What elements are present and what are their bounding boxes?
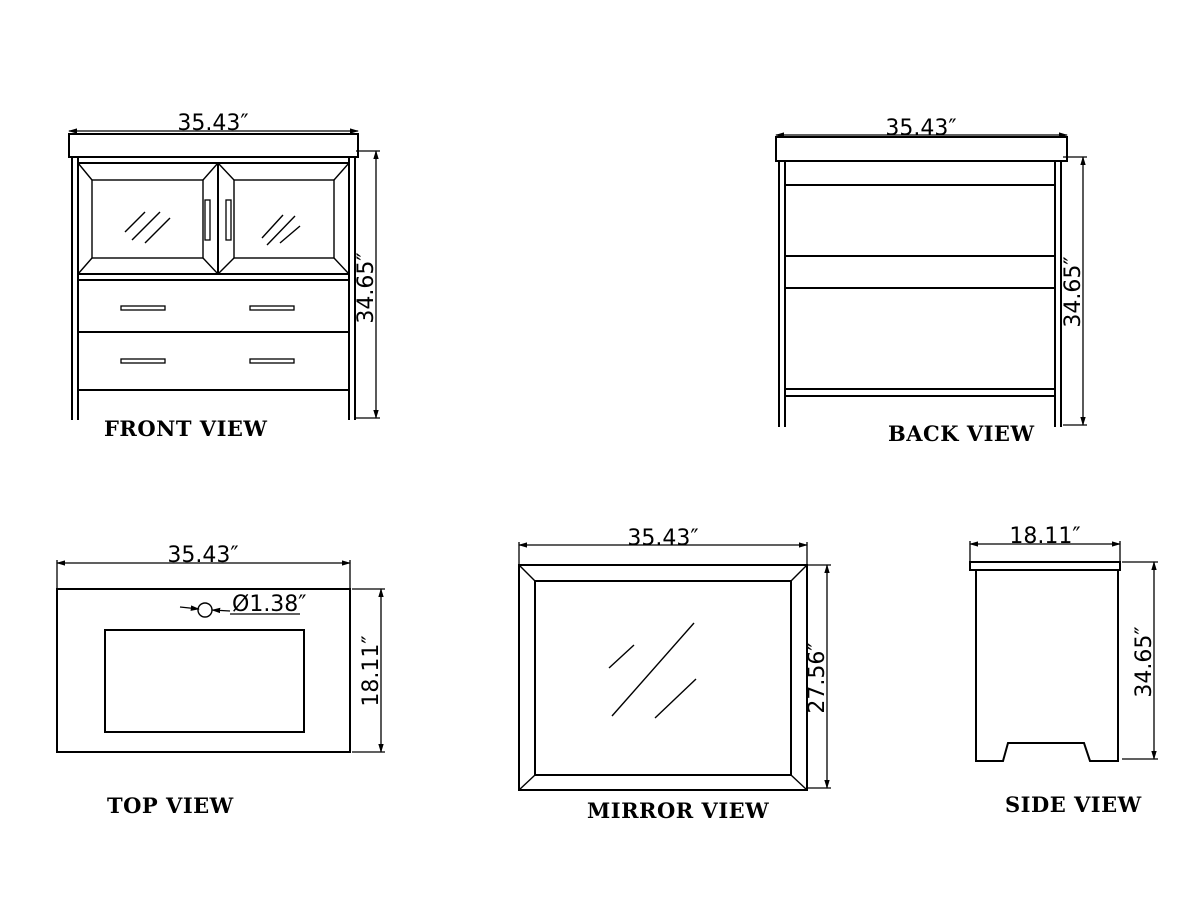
- side-view-label: SIDE VIEW: [1005, 792, 1142, 817]
- side-cabinet-outline: [975, 570, 1119, 762]
- front-view-label: FRONT VIEW: [104, 416, 268, 441]
- side-countertop: [969, 561, 1121, 571]
- front-width-dimension: 35.43″: [177, 111, 248, 136]
- front-glass-reflection-icon: [124, 211, 301, 246]
- side-depth-dimension: 18.11″: [1009, 524, 1080, 549]
- top-view-label: TOP VIEW: [107, 793, 234, 818]
- mirror-view-label: MIRROR VIEW: [587, 798, 769, 823]
- mirror-view: 35.43″ 27.56″ MIRROR VIEW: [518, 526, 831, 823]
- front-door-handle-left: [204, 199, 211, 241]
- mirror-reflection-icon: [608, 622, 697, 719]
- top-countertop-outline: [56, 588, 351, 753]
- top-width-dimension: 35.43″: [167, 543, 238, 568]
- top-depth-dimension: 18.11″: [359, 635, 384, 706]
- back-width-dimension: 35.43″: [885, 116, 956, 141]
- front-door-handle-right: [225, 199, 232, 241]
- side-view: 18.11″ 34.65″ SIDE VIEW: [969, 524, 1158, 817]
- mirror-width-dimension: 35.43″: [627, 526, 698, 551]
- side-height-dimension: 34.65″: [1132, 626, 1157, 697]
- top-faucet-hole-icon: [197, 602, 213, 618]
- top-sink-basin: [104, 629, 305, 733]
- top-hole-diameter: Ø1.38″: [232, 592, 307, 617]
- back-view-label: BACK VIEW: [888, 421, 1035, 446]
- mirror-frame: [518, 564, 808, 791]
- top-view: Ø1.38″ 35.43″ 18.11″ TOP VIEW: [56, 543, 385, 818]
- mirror-glass: [534, 580, 792, 776]
- front-height-dimension: 34.65″: [354, 252, 379, 323]
- mirror-height-dimension: 27.56″: [805, 642, 830, 713]
- front-door-frame: [77, 162, 350, 275]
- front-countertop: [68, 133, 359, 158]
- front-view: 35.43″ 34.65″ FRONT VIEW: [68, 111, 380, 441]
- back-view: 35.43″ 34.65″ BACK VIEW: [775, 116, 1087, 446]
- front-drawer-1: [77, 279, 350, 333]
- back-height-dimension: 34.65″: [1061, 256, 1086, 327]
- front-drawer-2: [77, 331, 350, 391]
